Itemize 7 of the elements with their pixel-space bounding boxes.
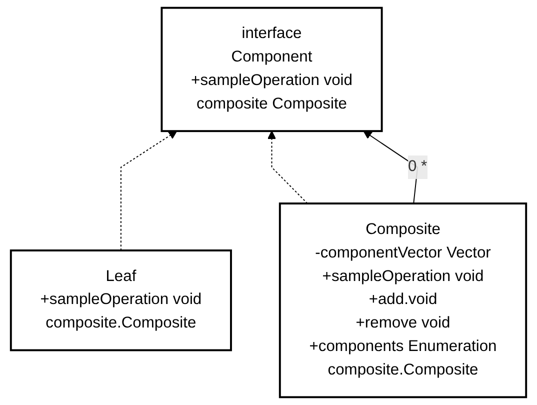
node-box: Composite -componentVector Vector +sampleOperation void +add.void +remove void +components Enumeration composite.Composite xyxy=(278,202,528,398)
edge-label: 0 * xyxy=(408,158,428,176)
arrow xyxy=(267,130,308,204)
arrow xyxy=(120,130,178,251)
node-box: interface Component +sampleOperation void composite Composite xyxy=(160,6,383,132)
node-box: Leaf +sampleOperation void composite.Composite xyxy=(10,249,232,352)
arrow xyxy=(363,130,418,204)
